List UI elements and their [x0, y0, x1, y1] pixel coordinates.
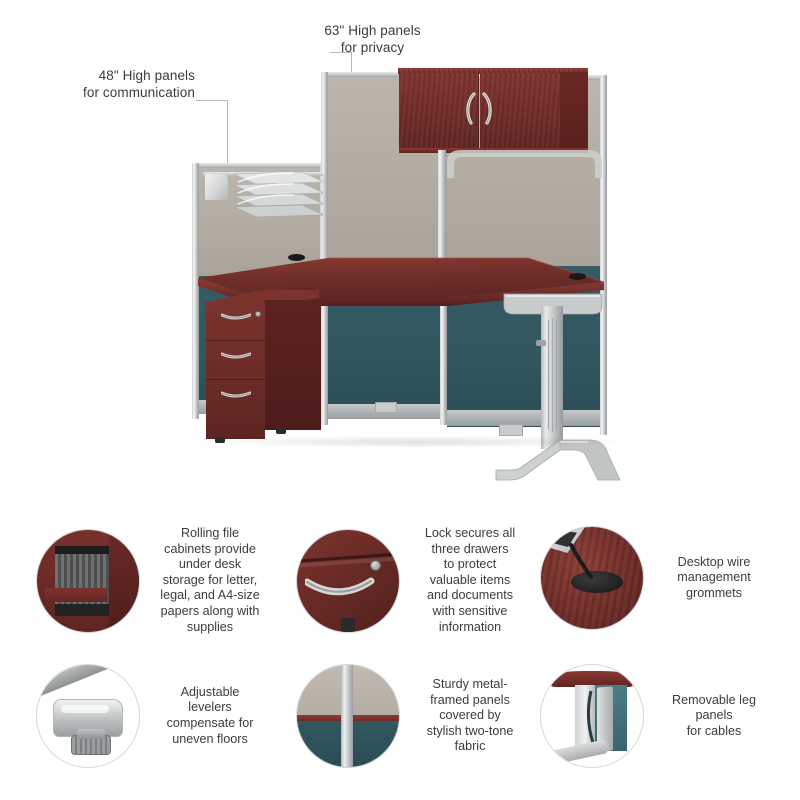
feature-rolling-file-cabinets: Rolling file cabinets provide under desk… [36, 526, 270, 635]
feature-thumb-removable-leg-panels [540, 664, 644, 768]
callout-label-48-inch-panels: 48" High panels for communication [83, 68, 195, 100]
pedestal-caster-rear [276, 428, 286, 434]
product-illustration [192, 68, 625, 481]
drawer-handle-top-icon [221, 313, 251, 320]
grommet-cap-icon [571, 571, 623, 593]
drawer-lock-icon[interactable] [255, 311, 261, 317]
feature-caption-drawer-lock: Lock secures all three drawers to protec… [424, 526, 516, 634]
feature-caption-removable-leg-panels: Removable leg panels for cables [671, 692, 756, 738]
drawer-handle-bottom-icon [221, 391, 251, 398]
feature-removable-leg-panels: Removable leg panels for cables [540, 664, 774, 768]
hutch-door-handles-icon [466, 92, 492, 125]
cable-hook-icon [536, 340, 546, 346]
feature-thumb-two-tone-fabric [296, 664, 400, 768]
pedestal-caster-front [215, 437, 225, 443]
pedestal-drawer-bottom[interactable] [206, 381, 265, 439]
pedestal-drawer-middle[interactable] [206, 342, 265, 380]
panel-post-icon [341, 665, 353, 767]
pedestal-drawer-top[interactable] [206, 303, 265, 341]
feature-thumb-adjustable-levelers [36, 664, 140, 768]
feature-caption-adjustable-levelers: Adjustable levelers compensate for uneve… [166, 684, 254, 746]
feature-wire-grommets: Desktop wire management grommets [540, 526, 774, 630]
desk-leg-top-bracket [503, 293, 603, 315]
feature-two-tone-fabric: Sturdy metal- framed panels covered by s… [296, 664, 530, 768]
feature-thumb-drawer-lock [296, 528, 400, 633]
drawer-handle-middle-icon [221, 352, 251, 359]
hutch-door-right[interactable] [480, 73, 560, 150]
hutch-apron-shadow [447, 150, 602, 178]
feature-caption-rolling-file-cabinets: Rolling file cabinets provide under desk… [160, 526, 260, 634]
feature-highlights-grid: Rolling file cabinets provide under desk… [0, 512, 800, 800]
feature-caption-two-tone-fabric: Sturdy metal- framed panels covered by s… [426, 677, 514, 754]
desk-leg-foot [495, 439, 621, 481]
feature-thumb-rolling-file-cabinets [36, 528, 140, 633]
feature-drawer-lock: Lock secures all three drawers to protec… [296, 526, 530, 635]
paper-tray-shelves-icon [233, 171, 325, 218]
desktop-grommet-left [288, 254, 305, 261]
lock-cylinder-icon [370, 559, 381, 571]
feature-caption-wire-grommets: Desktop wire management grommets [677, 554, 751, 600]
hutch-door-left[interactable] [399, 73, 479, 150]
feature-thumb-wire-grommets [540, 526, 644, 630]
feature-adjustable-levelers: Adjustable levelers compensate for uneve… [36, 664, 270, 768]
desktop-grommet-right [569, 273, 586, 280]
callout-label-63-inch-panels: 63" High panels for privacy [324, 23, 421, 55]
product-ground-shadow [205, 436, 625, 448]
